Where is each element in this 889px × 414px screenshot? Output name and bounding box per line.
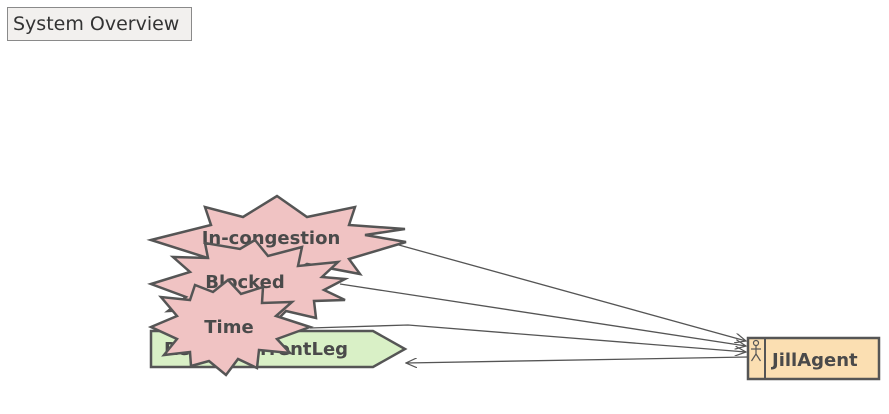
edge-blocked-to-agent (339, 283, 746, 346)
stick-figure-icon (750, 339, 762, 362)
edge-agent-to-action (406, 356, 749, 363)
agent-node[interactable]: JillAgent (746, 336, 881, 381)
percept-time-label: Time (204, 317, 253, 338)
percept-node-time[interactable]: Time (147, 278, 314, 377)
agent-label: JillAgent (770, 350, 858, 371)
percept-time-shape (147, 278, 314, 377)
edge-time-to-agent (309, 324, 746, 352)
diagram-title: System Overview (7, 7, 192, 41)
percept-congestion-label: In-congestion (202, 228, 341, 249)
agent-box (746, 336, 881, 381)
edge-congestion-to-agent (387, 241, 746, 341)
edges (309, 241, 749, 363)
